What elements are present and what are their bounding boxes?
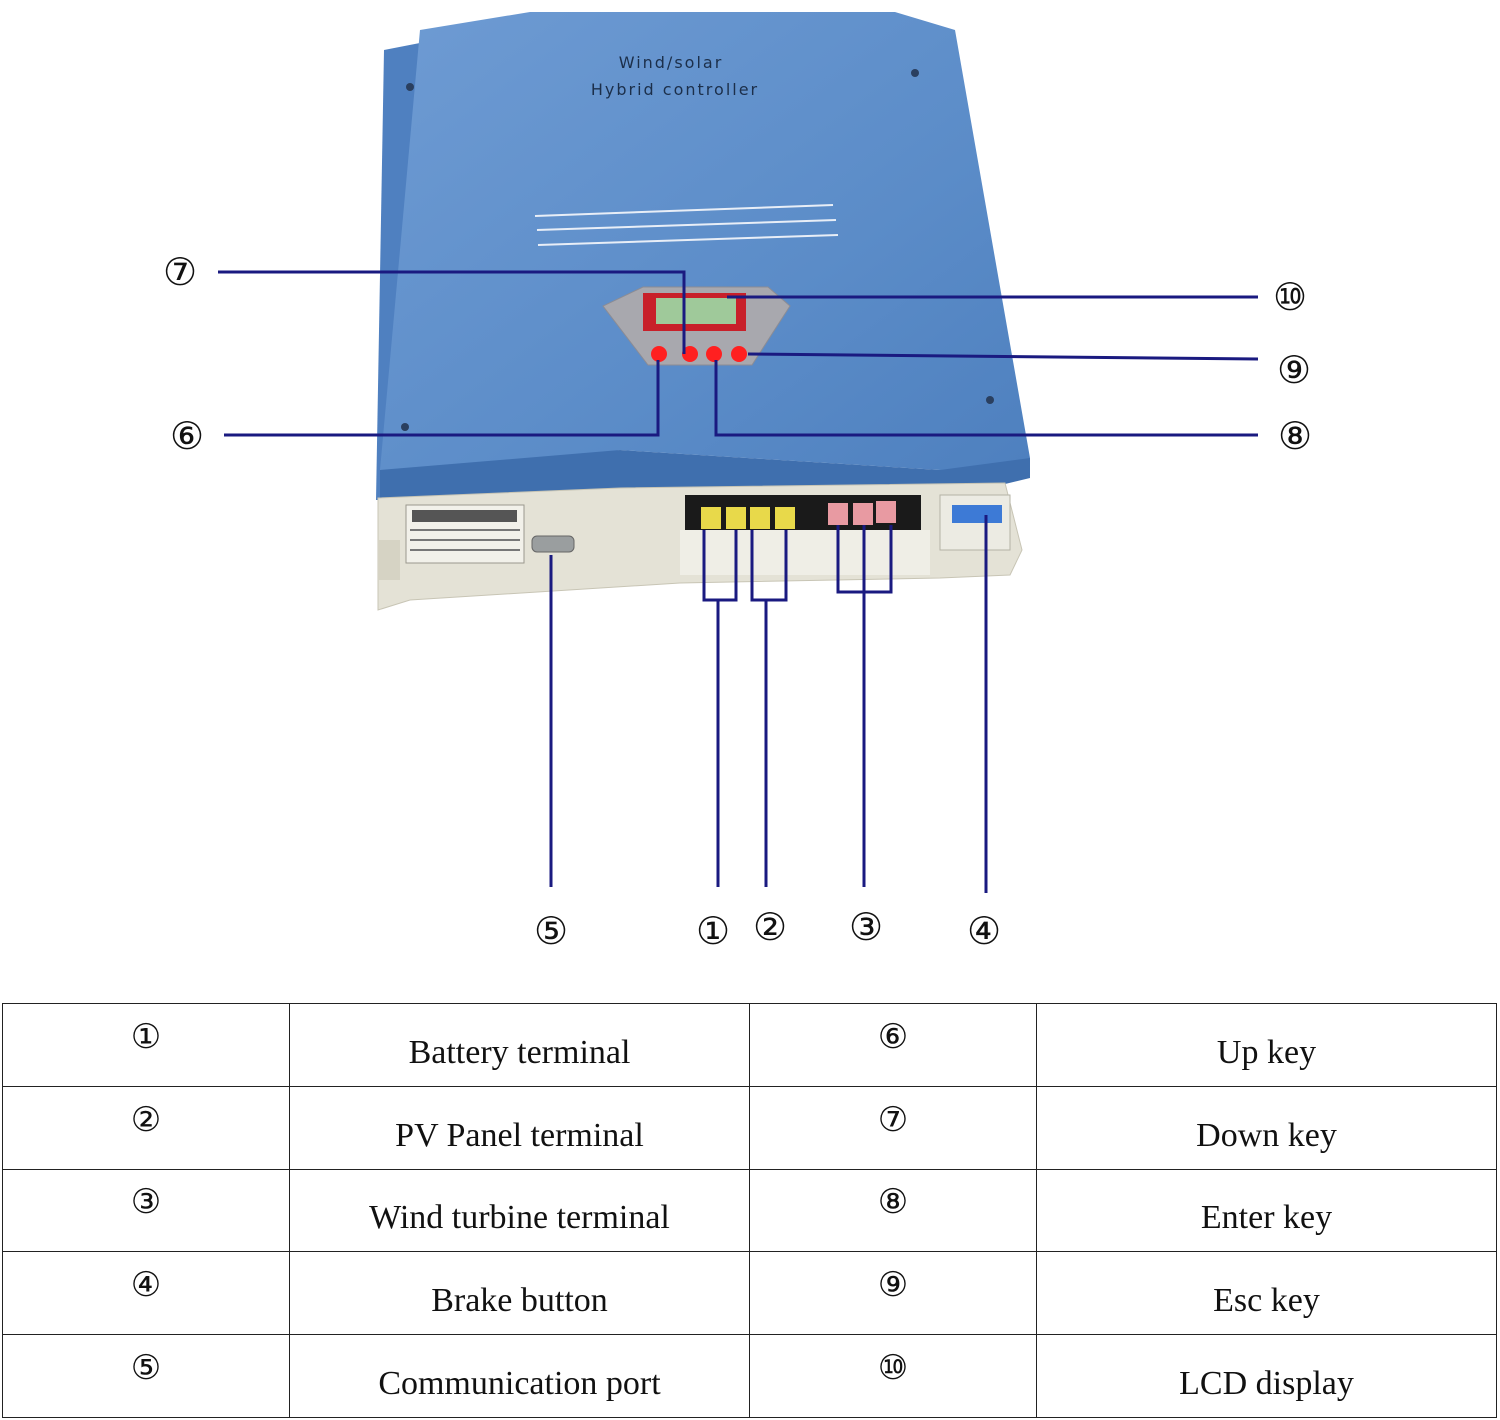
battery-terminal-2[interactable] [726,507,746,529]
pv-terminal-1[interactable] [750,507,770,529]
screw [986,396,994,404]
screw [401,423,409,431]
callout-3: ③ [849,905,883,949]
legend-number: ③ [2,1168,290,1253]
callout-4: ④ [967,909,1001,953]
leader-lines [218,270,1259,893]
legend-label: Wind turbine terminal [289,1168,750,1253]
legend-label: Communication port [289,1334,750,1418]
legend-label: Brake button [289,1251,750,1336]
enter-key[interactable] [706,346,722,362]
legend-label: Esc key [1036,1251,1497,1336]
lcd-display [656,298,736,324]
legend-number: ⑤ [2,1334,290,1418]
communication-port[interactable] [531,535,575,553]
legend-row: ③ Wind turbine terminal ⑧ Enter key [2,1168,1497,1253]
legend-label: Down key [1036,1085,1497,1170]
legend-label: Enter key [1036,1168,1497,1253]
case-title-line1: Wind/solar [619,53,724,72]
legend-label: Battery terminal [289,1003,750,1087]
esc-key[interactable] [731,346,747,362]
legend-number: ⑨ [749,1251,1037,1336]
down-key[interactable] [682,346,698,362]
callout-7: ⑦ [163,250,197,294]
legend-row: ④ Brake button ⑨ Esc key [2,1251,1497,1336]
legend-number: ⑩ [749,1334,1037,1418]
callout-6: ⑥ [170,414,204,458]
legend-table: ① Battery terminal ⑥ Up key ② PV Panel t… [2,1003,1497,1418]
brake-button[interactable] [952,505,1002,523]
legend-label: LCD display [1036,1334,1497,1418]
legend-number: ① [2,1003,290,1087]
callout-2: ② [753,905,787,949]
callout-5: ⑤ [534,909,568,953]
callout-10: ⑩ [1273,275,1307,319]
legend-row: ① Battery terminal ⑥ Up key [2,1003,1497,1087]
case-title-line2: Hybrid controller [591,80,759,99]
legend-number: ⑧ [749,1168,1037,1253]
legend-number: ⑦ [749,1085,1037,1170]
controller-diagram: Wind/solar Hybrid controller [163,12,1312,953]
legend-number: ⑥ [749,1003,1037,1087]
callout-1: ① [696,909,730,953]
screw [406,83,414,91]
wind-terminal-2[interactable] [853,503,873,525]
vent-lines [534,204,839,246]
legend-number: ④ [2,1251,290,1336]
battery-terminal-1[interactable] [701,507,721,529]
legend-label: PV Panel terminal [289,1085,750,1170]
up-key[interactable] [651,346,667,362]
pv-terminal-2[interactable] [775,507,795,529]
legend-row: ⑤ Communication port ⑩ LCD display [2,1334,1497,1418]
legend-row: ② PV Panel terminal ⑦ Down key [2,1085,1497,1170]
wind-terminal-1[interactable] [828,503,848,525]
callout-8: ⑧ [1278,414,1312,458]
wind-terminal-3[interactable] [876,501,896,523]
legend-label: Up key [1036,1003,1497,1087]
screw [911,69,919,77]
legend-number: ② [2,1085,290,1170]
rating-label [405,504,525,564]
callout-9: ⑨ [1277,348,1311,392]
